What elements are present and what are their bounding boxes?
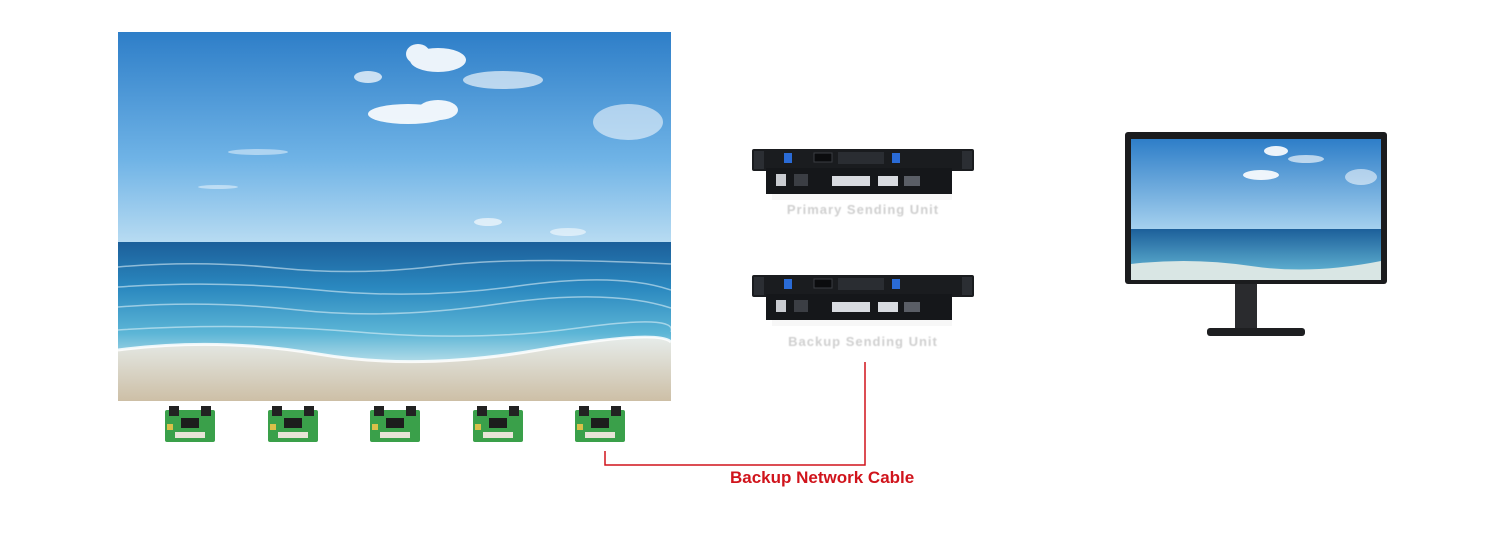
rack-device-icon: [752, 149, 974, 200]
primary-sending-unit-caption: Primary Sending Unit: [786, 202, 940, 217]
pcb-icon: [267, 406, 318, 442]
backup-sending-unit: [752, 272, 974, 332]
monitor-screen: [1131, 139, 1381, 280]
rack-device-icon: [752, 275, 974, 326]
receiving-card: [471, 404, 525, 444]
receiving-card: [368, 404, 422, 444]
cable-label: Backup Network Cable: [730, 468, 915, 487]
pcb-icon: [370, 406, 420, 442]
beach-scene-image: [1131, 139, 1381, 280]
receiving-card: [266, 404, 320, 444]
receiving-card: [573, 404, 627, 444]
pcb-icon: [165, 406, 215, 442]
led-display-wall: [118, 32, 671, 401]
primary-sending-unit: [752, 146, 974, 206]
receiving-card: [163, 404, 217, 444]
pcb-icon: [472, 406, 523, 442]
backup-sending-unit-caption: Backup Sending Unit: [788, 334, 938, 349]
pcb-icon: [575, 406, 625, 442]
beach-scene-image: [118, 32, 671, 401]
